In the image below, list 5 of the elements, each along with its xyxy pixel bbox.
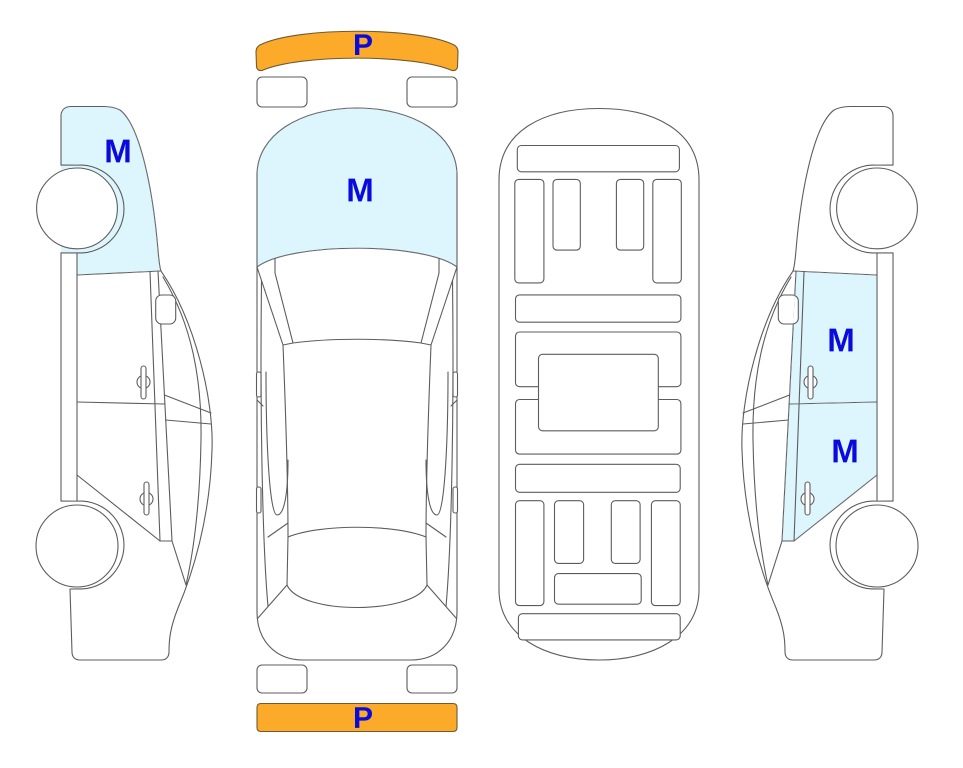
door-panel: M <box>789 271 877 404</box>
door-panel: M <box>782 402 877 541</box>
fender-panel: M <box>61 106 161 275</box>
bumper-panel: P <box>255 30 459 72</box>
bumper-panel: P <box>256 702 458 732</box>
